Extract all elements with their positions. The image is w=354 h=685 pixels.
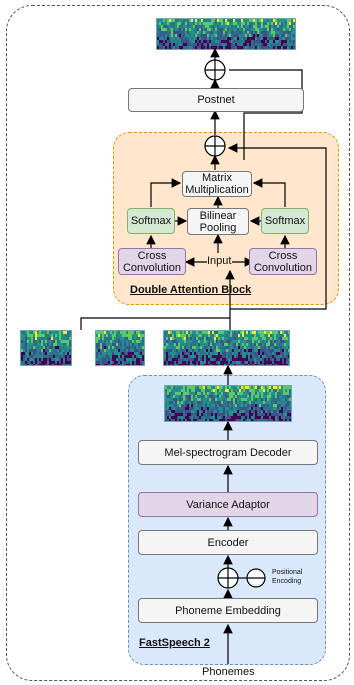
- input-spectrogram-3: [163, 330, 290, 367]
- cross-conv-left-label-2: Convolution: [122, 261, 182, 274]
- cross-conv-right-label-1: Cross: [268, 249, 298, 262]
- bilinear-pooling-block: Bilinear Pooling: [187, 208, 249, 235]
- fastspeech2-title: FastSpeech 2: [139, 637, 210, 649]
- cross-conv-left-label-1: Cross: [137, 249, 167, 262]
- matrix-mult-label-2: Multiplication: [185, 184, 249, 196]
- spectrogram-texture: [157, 19, 295, 49]
- postnet-label: Postnet: [197, 94, 235, 106]
- encoder-block: Encoder: [138, 530, 318, 555]
- bilinear-label-2: Pooling: [199, 221, 237, 234]
- cross-convolution-right-block: Cross Convolution: [249, 248, 317, 275]
- outer-frame: [6, 5, 350, 681]
- mel-decoder-block: Mel-spectrogram Decoder: [138, 440, 318, 465]
- output-spectrogram: [156, 18, 296, 50]
- positional-label-1: Positional: [272, 569, 303, 576]
- softmax-right-block: Softmax: [261, 208, 309, 234]
- phoneme-embedding-label: Phoneme Embedding: [175, 604, 281, 617]
- softmax-right-label: Softmax: [264, 215, 306, 227]
- variance-adaptor-label: Variance Adaptor: [186, 498, 270, 511]
- double-attention-title: Double Attention Block: [130, 284, 252, 296]
- encoder-label: Encoder: [207, 536, 249, 549]
- bilinear-label-1: Bilinear: [199, 209, 237, 222]
- mel-decoder-label: Mel-spectrogram Decoder: [164, 446, 292, 459]
- cross-conv-right-label-2: Convolution: [253, 261, 313, 274]
- input-spectrogram-2: [95, 330, 145, 367]
- phonemes-label: Phonemes: [202, 666, 255, 678]
- matrix-multiplication-block: Matrix Multiplication: [182, 171, 252, 197]
- input-label: Input: [207, 255, 232, 267]
- variance-adaptor-block: Variance Adaptor: [138, 492, 318, 517]
- phoneme-embedding-block: Phoneme Embedding: [138, 598, 318, 623]
- cross-convolution-left-block: Cross Convolution: [118, 248, 186, 275]
- positional-encoding-label: Positional Encoding: [272, 568, 302, 586]
- spectrogram-texture: [165, 386, 291, 422]
- matrix-mult-label-1: Matrix: [202, 172, 232, 184]
- input-spectrogram-1: [20, 330, 72, 367]
- softmax-left-block: Softmax: [127, 208, 175, 234]
- postnet-block: Postnet: [128, 88, 304, 112]
- softmax-left-label: Softmax: [130, 215, 172, 227]
- positional-label-2: Encoding: [272, 578, 302, 585]
- spectrogram-texture: [21, 331, 71, 367]
